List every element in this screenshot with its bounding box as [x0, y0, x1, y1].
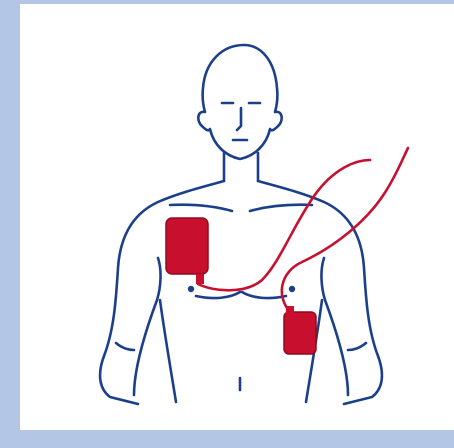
head-outline	[198, 45, 281, 159]
nose	[237, 108, 241, 130]
left-collarbone	[170, 205, 232, 211]
electrode-pad-upper-right-chest-icon	[166, 218, 208, 284]
defibrillator-cable-icon	[198, 148, 408, 312]
left-elbow-crease	[116, 343, 134, 350]
right-nipple	[289, 286, 295, 292]
lower-electrode-pad	[284, 312, 316, 354]
right-inner-arm	[321, 258, 348, 395]
lower-pad-connector	[286, 306, 294, 314]
left-torso-side	[160, 300, 176, 402]
electrode-pad-lower-left-side-icon	[284, 306, 316, 354]
upper-pad-connector	[196, 274, 204, 284]
lower-pad-cable	[282, 148, 408, 312]
upper-electrode-pad	[166, 218, 208, 274]
torso-outline-icon	[100, 45, 382, 404]
left-shoulder-arm	[100, 181, 224, 404]
chest-left-curve	[196, 292, 240, 298]
right-elbow-crease	[348, 343, 366, 350]
right-shoulder-arm	[258, 181, 382, 404]
left-nipple	[188, 286, 194, 292]
chest-right-curve	[242, 292, 286, 298]
right-collarbone	[250, 205, 312, 211]
left-inner-arm	[134, 258, 161, 395]
